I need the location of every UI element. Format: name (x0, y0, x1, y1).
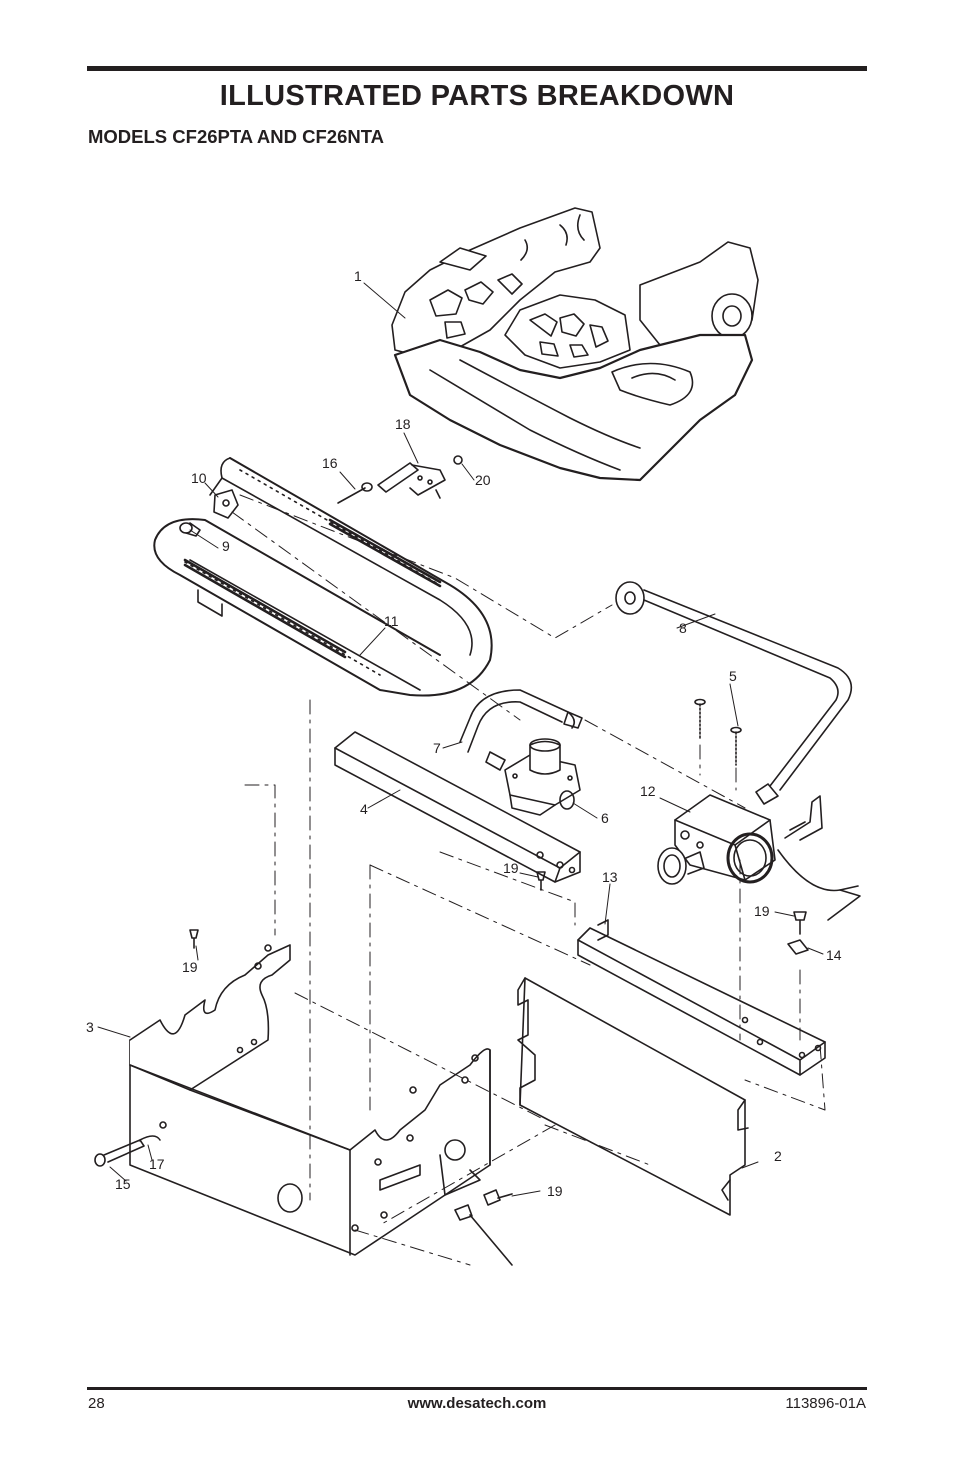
item-10-bracket (213, 489, 239, 519)
callout-19-bottom: 19 (547, 1183, 563, 1199)
callout-6: 6 (601, 810, 609, 826)
panel-2-illustration (517, 977, 749, 1216)
base-panel-3-illustration (129, 944, 491, 1256)
callout-labels: 1 2 3 4 5 6 7 8 9 10 11 12 13 14 15 16 1… (86, 268, 842, 1199)
callout-4: 4 (360, 801, 368, 817)
callout-18: 18 (395, 416, 411, 432)
callout-8: 8 (679, 620, 687, 636)
header-rule (87, 66, 867, 71)
burner-tube-illustration (153, 457, 493, 697)
callout-12: 12 (640, 783, 656, 799)
callout-1: 1 (354, 268, 362, 284)
footer-rule (87, 1387, 867, 1390)
page-subtitle: MODELS CF26PTA AND CF26NTA (88, 126, 385, 147)
callout-20: 20 (475, 472, 491, 488)
callout-19-left: 19 (182, 959, 198, 975)
callout-19-center: 19 (503, 860, 519, 876)
callout-11: 11 (384, 613, 399, 629)
callout-19-right: 19 (754, 903, 770, 919)
item-9-fitting (179, 522, 201, 537)
item-14-clip (787, 911, 809, 955)
gas-valve-illustration (657, 794, 861, 921)
document-code: 113896-01A (785, 1395, 866, 1412)
callout-leader-lines (97, 282, 824, 1197)
item-5-screws (694, 698, 742, 766)
callout-17: 17 (149, 1156, 165, 1172)
bracket-4-illustration (334, 731, 581, 883)
igniter-illustration (94, 1135, 161, 1167)
callout-2: 2 (774, 1148, 782, 1164)
log-set-illustration (391, 207, 759, 482)
pilot-assembly-illustration (337, 455, 463, 504)
callout-9: 9 (222, 538, 230, 554)
regulator-illustration (459, 689, 583, 816)
bracket-13-illustration (577, 919, 826, 1076)
page-number: 28 (88, 1395, 105, 1412)
callout-3: 3 (86, 1019, 94, 1035)
callout-14: 14 (826, 947, 842, 963)
website-link[interactable]: www.desatech.com (407, 1395, 547, 1412)
assembly-leader-lines (231, 494, 826, 1266)
callout-5: 5 (729, 668, 737, 684)
screw-hardware (189, 871, 546, 1266)
page-title: ILLUSTRATED PARTS BREAKDOWN (219, 80, 735, 112)
callout-10: 10 (191, 470, 207, 486)
pilot-tube-illustration (615, 581, 853, 805)
callout-13: 13 (602, 869, 618, 885)
callout-15: 15 (115, 1176, 131, 1192)
callout-16: 16 (322, 455, 338, 471)
callout-7: 7 (433, 740, 441, 756)
